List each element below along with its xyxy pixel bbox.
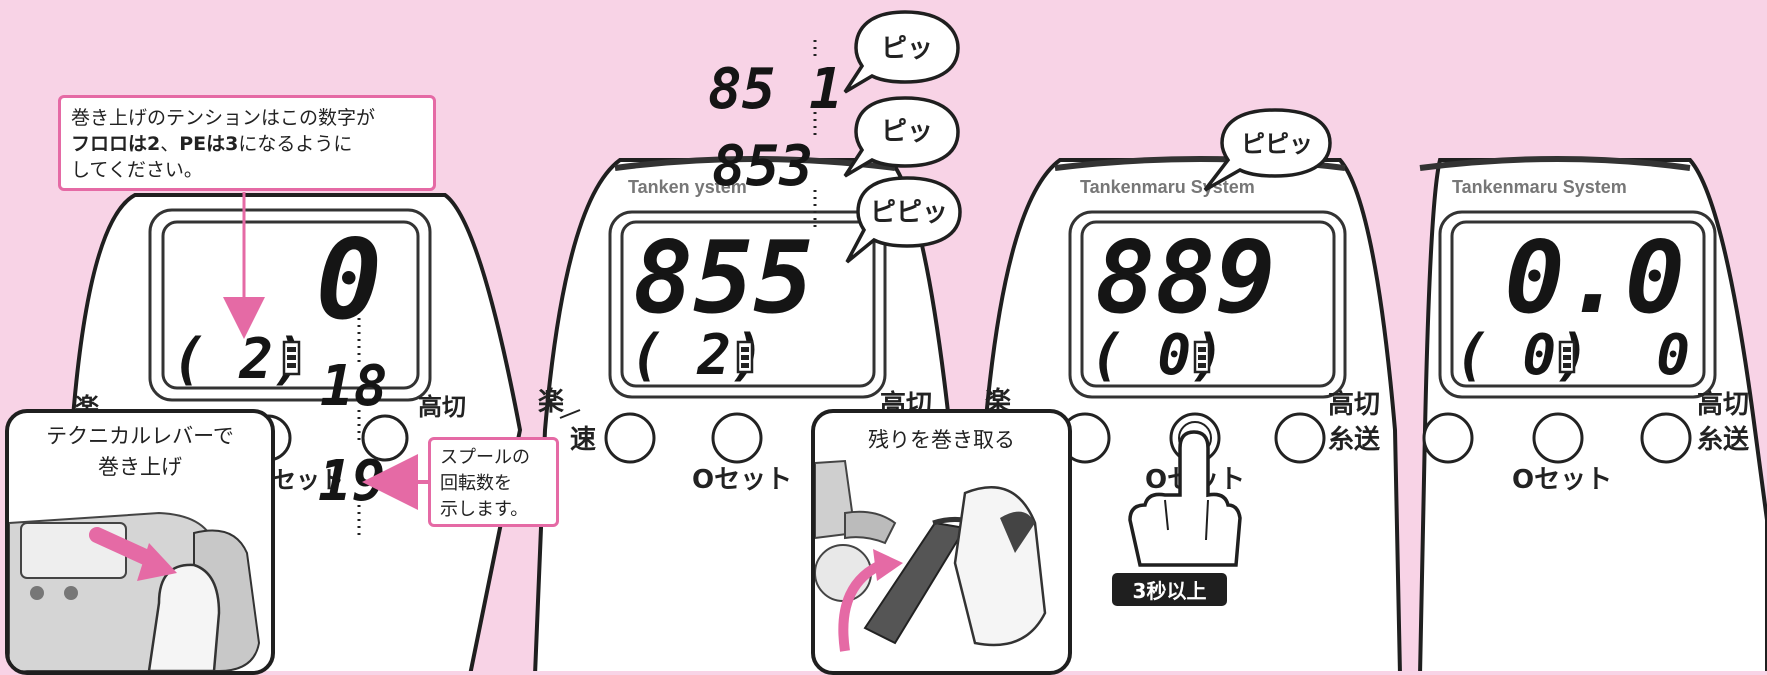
lever-inset-caption-1: テクニカルレバーで bbox=[46, 424, 234, 448]
button-left[interactable] bbox=[1422, 412, 1474, 464]
button-center[interactable] bbox=[1532, 412, 1584, 464]
beep-bubble-3: ピピッ bbox=[845, 176, 962, 264]
counter-value-18: 18 bbox=[320, 354, 387, 419]
push-arrow-icon bbox=[89, 527, 162, 569]
main-readout: 855 bbox=[633, 219, 814, 336]
main-readout: 889 bbox=[1095, 219, 1276, 336]
lever-inset: テクニカルレバーで 巻き上げ bbox=[5, 409, 275, 675]
sub-right-readout: 0 bbox=[1656, 323, 1690, 388]
tension-end: になるように bbox=[238, 133, 353, 155]
beep-text-1: ピッ bbox=[881, 34, 933, 64]
right-label-takagiri: 高切 bbox=[1328, 389, 1380, 420]
left-label-soku: 速 bbox=[570, 425, 596, 455]
beep-bubble-1: ピッ bbox=[843, 10, 960, 94]
reel-inset-caption: 残りを巻き取る bbox=[868, 428, 1015, 452]
battery-icon bbox=[736, 340, 754, 374]
lcd-inner bbox=[1080, 220, 1336, 388]
tension-callout-line1: 巻き上げのテンションはこの数字が bbox=[71, 107, 376, 129]
tension-callout: 巻き上げのテンションはこの数字が フロロは2、PEは3になるように してください… bbox=[58, 95, 436, 191]
spool-callout-line1: スプールの bbox=[440, 447, 530, 468]
lcd-inner bbox=[620, 220, 876, 388]
tension-fluoro: フロロは2 bbox=[71, 133, 161, 155]
counter-value-19: 19 bbox=[318, 449, 385, 514]
spool-callout-line3: 示します。 bbox=[440, 499, 529, 520]
button-center[interactable] bbox=[711, 412, 763, 464]
sequence-value-2: 853 bbox=[712, 134, 813, 199]
tension-callout-line3: してください。 bbox=[71, 159, 203, 181]
left-label-raku: 楽 bbox=[538, 387, 565, 417]
center-label: セット bbox=[272, 466, 344, 494]
battery-icon bbox=[282, 340, 301, 376]
beep-text-3: ピピッ bbox=[870, 198, 948, 228]
right-label-itookuri: 糸送 bbox=[1697, 425, 1749, 455]
center-label: Oセット bbox=[692, 465, 792, 495]
lever-inset-caption-2: 巻き上げ bbox=[98, 455, 182, 479]
tension-callout-line2: フロロは2、PEは3になるように bbox=[71, 131, 423, 157]
lcd-inner bbox=[1450, 220, 1706, 388]
beep-bubble-panel3: ピピッ bbox=[1203, 108, 1332, 192]
panel-3: Tankenmaru System 889 ( 0) 楽 高切 糸送 Oセット … bbox=[973, 108, 1402, 671]
pressing-finger-icon bbox=[1128, 430, 1242, 567]
battery-icon bbox=[1558, 340, 1576, 374]
panel-4: Tankenmaru System 0.0 ( 0) 0 高切 糸送 Oセット bbox=[1418, 156, 1767, 671]
reel-inset: 残りを巻き取る bbox=[811, 409, 1072, 675]
beep-bubble-2: ピッ bbox=[843, 96, 960, 178]
main-readout: 0.0 bbox=[1504, 219, 1685, 336]
rotate-arrow-icon bbox=[838, 558, 888, 652]
tension-pe: PEは3 bbox=[179, 133, 239, 155]
brand-text: Tankenmaru System bbox=[1452, 177, 1627, 197]
main-readout: 0 bbox=[316, 216, 382, 344]
right-label-takagiri: 高切 bbox=[418, 393, 466, 421]
right-label-itookuri: 糸送 bbox=[1328, 425, 1380, 455]
lever-illustration bbox=[9, 511, 261, 671]
button-right[interactable] bbox=[1640, 412, 1692, 464]
lcd-inner bbox=[161, 220, 420, 390]
button-left[interactable] bbox=[604, 412, 656, 464]
button-right[interactable] bbox=[1274, 412, 1326, 464]
brand-text: Tankenmaru System bbox=[1080, 177, 1255, 197]
center-label: Oセット bbox=[1512, 465, 1612, 495]
right-label-takagiri: 高切 bbox=[1697, 389, 1749, 420]
beep-text-panel3: ピピッ bbox=[1241, 130, 1313, 158]
battery-icon bbox=[1193, 340, 1211, 374]
reel-illustration bbox=[815, 459, 1047, 652]
spool-callout: スプールの 回転数を 示します。 bbox=[428, 437, 559, 527]
label-divider bbox=[559, 409, 581, 419]
brand-text: Tanken ystem bbox=[628, 177, 747, 197]
hold-duration-badge: 3秒以上 bbox=[1112, 573, 1227, 606]
beep-text-2: ピッ bbox=[881, 117, 933, 147]
sequence-value-1: 85 1 bbox=[708, 57, 843, 122]
tension-comma: 、 bbox=[160, 133, 180, 155]
spool-callout-line2: 回転数を bbox=[440, 473, 512, 494]
